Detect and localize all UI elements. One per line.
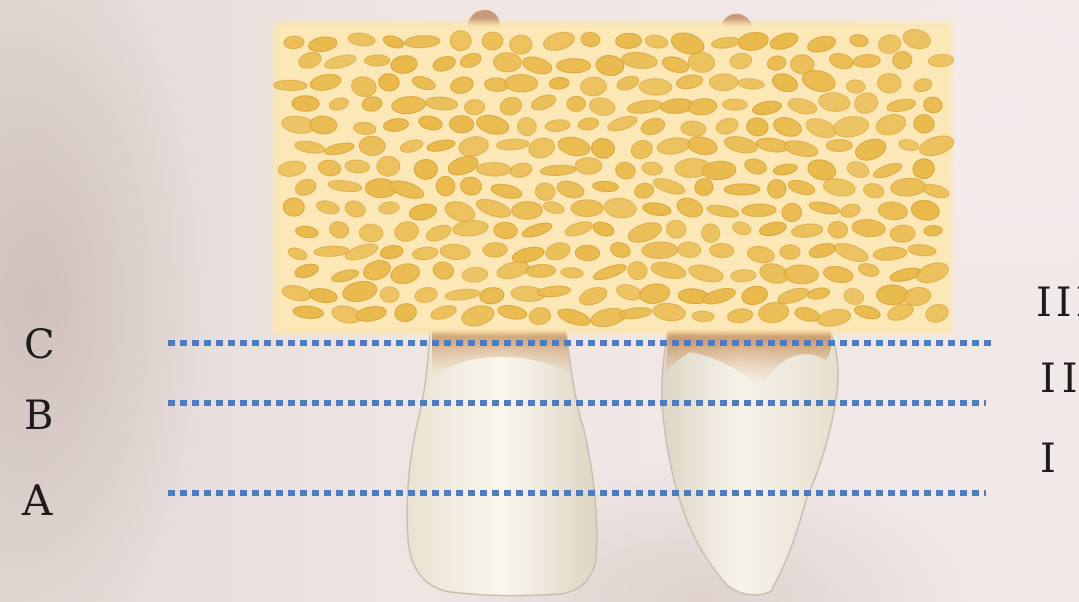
label-b: B — [24, 393, 54, 439]
bone-pore — [571, 200, 603, 217]
bone-pore — [505, 74, 538, 92]
bone-pore — [924, 225, 943, 236]
bone-pore — [476, 162, 511, 176]
label-c: C — [24, 322, 56, 368]
bone-pore — [483, 242, 508, 257]
bone-pore — [876, 285, 908, 305]
bone-pore — [450, 30, 472, 51]
label-iii: III — [1036, 280, 1079, 326]
bone-pore — [692, 311, 714, 322]
spongy-bone-block — [273, 22, 956, 334]
bone-pore — [575, 245, 600, 261]
bone-pore — [557, 59, 591, 73]
bone-pore — [575, 157, 602, 174]
bone-pore — [780, 245, 800, 260]
bone-pore — [893, 51, 913, 69]
bone-pore — [642, 242, 678, 259]
left-tooth — [407, 330, 597, 596]
bone-pore — [722, 99, 747, 110]
bone-pore — [359, 136, 386, 156]
bone-pore — [639, 78, 672, 95]
bone-pore — [449, 115, 474, 133]
bone-pore — [365, 55, 390, 66]
bone-pore — [512, 201, 543, 219]
bone-pore — [377, 156, 401, 176]
label-a: A — [22, 476, 53, 525]
bone-pore — [510, 35, 533, 54]
bone-pore — [567, 96, 586, 112]
bone-pore — [826, 140, 852, 152]
bone-pore — [292, 96, 319, 112]
bone-pore — [709, 74, 738, 91]
bone-pore — [724, 184, 760, 195]
label-i: I — [1040, 436, 1057, 482]
label-ii: II — [1040, 356, 1079, 402]
right-tooth — [662, 330, 838, 595]
bone-pore — [284, 36, 304, 49]
bone-pore — [414, 159, 437, 179]
bone-pore — [493, 53, 521, 73]
